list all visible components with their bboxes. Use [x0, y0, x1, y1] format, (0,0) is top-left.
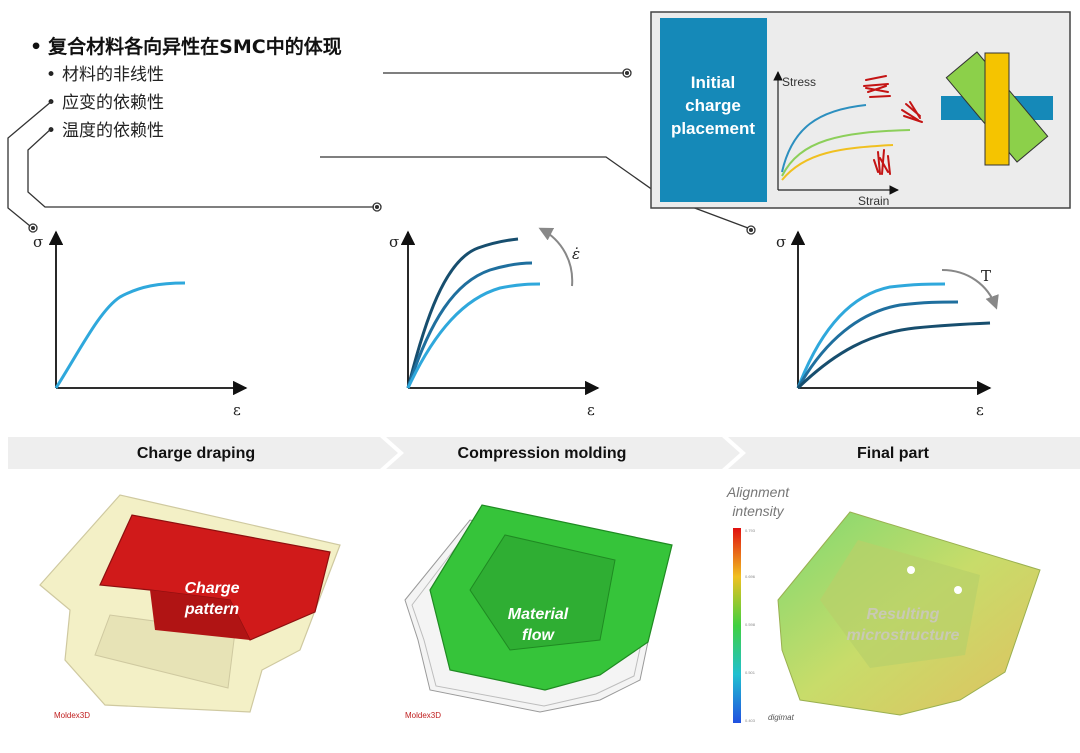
connector-panel [320, 156, 749, 229]
moldex-brand-2: Moldex3D [405, 711, 441, 720]
bullet-list: 复合材料各向异性在SMC中的体现 材料的非线性 应变的依赖性 温度的依赖性 [30, 33, 342, 145]
bullet-item-strain-dependency: 应变的依赖性 [30, 89, 342, 117]
stage-chevron-molding [386, 437, 740, 469]
mini-curve-blue [781, 104, 867, 173]
connector-dot-panel [622, 68, 632, 78]
mini-strain-label: Strain [858, 194, 889, 208]
part-final: Alignment intensity 0.793 0.696 0.598 0.… [726, 484, 1041, 723]
stage-chevron-final [728, 437, 1080, 469]
part-hole-left [907, 566, 915, 574]
stage-bar: Charge draping Compression molding Final… [8, 437, 1080, 469]
charge-pattern-line2: pattern [184, 601, 239, 618]
connector-lines [7, 68, 756, 235]
temperature-symbol: T [981, 267, 991, 285]
part-compression-molding: Material flow Moldex3D [404, 504, 673, 720]
graph3-sigma-label: σ [776, 233, 786, 251]
graph1-epsilon-label: ε [233, 401, 241, 419]
material-flow-line1: Material [508, 606, 569, 623]
graph1-curve [54, 281, 186, 389]
stage-label-final: Final part [857, 445, 930, 462]
connector-temperature [27, 127, 374, 208]
legend-tick-0: 0.793 [745, 528, 756, 533]
graph3-epsilon-label: ε [976, 401, 984, 419]
graph2-epsilon-label: ε [587, 401, 595, 419]
microstructure-line1: Resulting [867, 606, 940, 623]
strain-rate-arrow [538, 227, 574, 287]
connector-strain [7, 100, 53, 227]
digimat-brand: digimat [768, 713, 795, 722]
charge-pattern-line1: Charge [184, 580, 239, 597]
strain-rate-symbol: ε̇ [572, 245, 580, 263]
initial-charge-line1: Initial [691, 73, 735, 92]
graph2-curve-high [406, 237, 519, 389]
graph3-curve-mid-temp [796, 300, 959, 389]
connector-dot-graph1 [28, 223, 38, 233]
bullet-item-nonlinearity: 材料的非线性 [30, 61, 342, 89]
bullet-item-temperature-dependency: 温度的依赖性 [30, 117, 342, 145]
part-charge-draping: Charge pattern Moldex3D [39, 494, 341, 720]
graph-nonlinearity: σ ε [33, 230, 248, 419]
legend-tick-1: 0.696 [745, 574, 756, 579]
fiber-clusters [863, 75, 923, 175]
graph2-curve-low [406, 282, 541, 389]
legend-tick-4: 0.403 [745, 718, 756, 723]
alignment-intensity-colorbar [733, 528, 741, 723]
initial-charge-box [660, 18, 767, 202]
legend-tick-2: 0.598 [745, 622, 756, 627]
legend-title-line2: intensity [732, 503, 784, 519]
initial-charge-line3: placement [671, 119, 755, 138]
connector-dot-graph2 [372, 202, 382, 212]
moldex-brand-1: Moldex3D [54, 711, 90, 720]
part-hole-right [954, 586, 962, 594]
graph3-curve-low-temp [796, 282, 946, 389]
graph2-curve-mid [406, 261, 533, 389]
graph3-curve-high-temp [796, 321, 991, 390]
mini-curve-green [781, 129, 911, 177]
graph-strain-rate: σ ε ε̇ [389, 227, 600, 419]
legend-title-line1: Alignment [726, 484, 790, 500]
stage-label-draping: Charge draping [137, 445, 255, 462]
fiber-yellow-bar [984, 52, 1010, 166]
temperature-arrow [941, 269, 999, 310]
graph1-sigma-label: σ [33, 233, 43, 251]
mini-curve-yellow [781, 144, 894, 181]
stage-chevron-draping [8, 437, 398, 469]
bullet-main: 复合材料各向异性在SMC中的体现 [30, 33, 342, 61]
graph2-sigma-label: σ [389, 233, 399, 251]
mini-stress-label: Stress [782, 75, 816, 89]
graph-temperature: σ ε T [776, 230, 999, 419]
material-flow-line2: flow [522, 627, 556, 644]
initial-charge-line2: charge [685, 96, 741, 115]
process-panel: Initial charge placement Stress Strain [650, 11, 1071, 209]
legend-tick-3: 0.501 [745, 670, 756, 675]
stage-label-molding: Compression molding [458, 445, 627, 462]
microstructure-line2: microstructure [847, 627, 960, 644]
connector-dot-graph3 [746, 225, 756, 235]
